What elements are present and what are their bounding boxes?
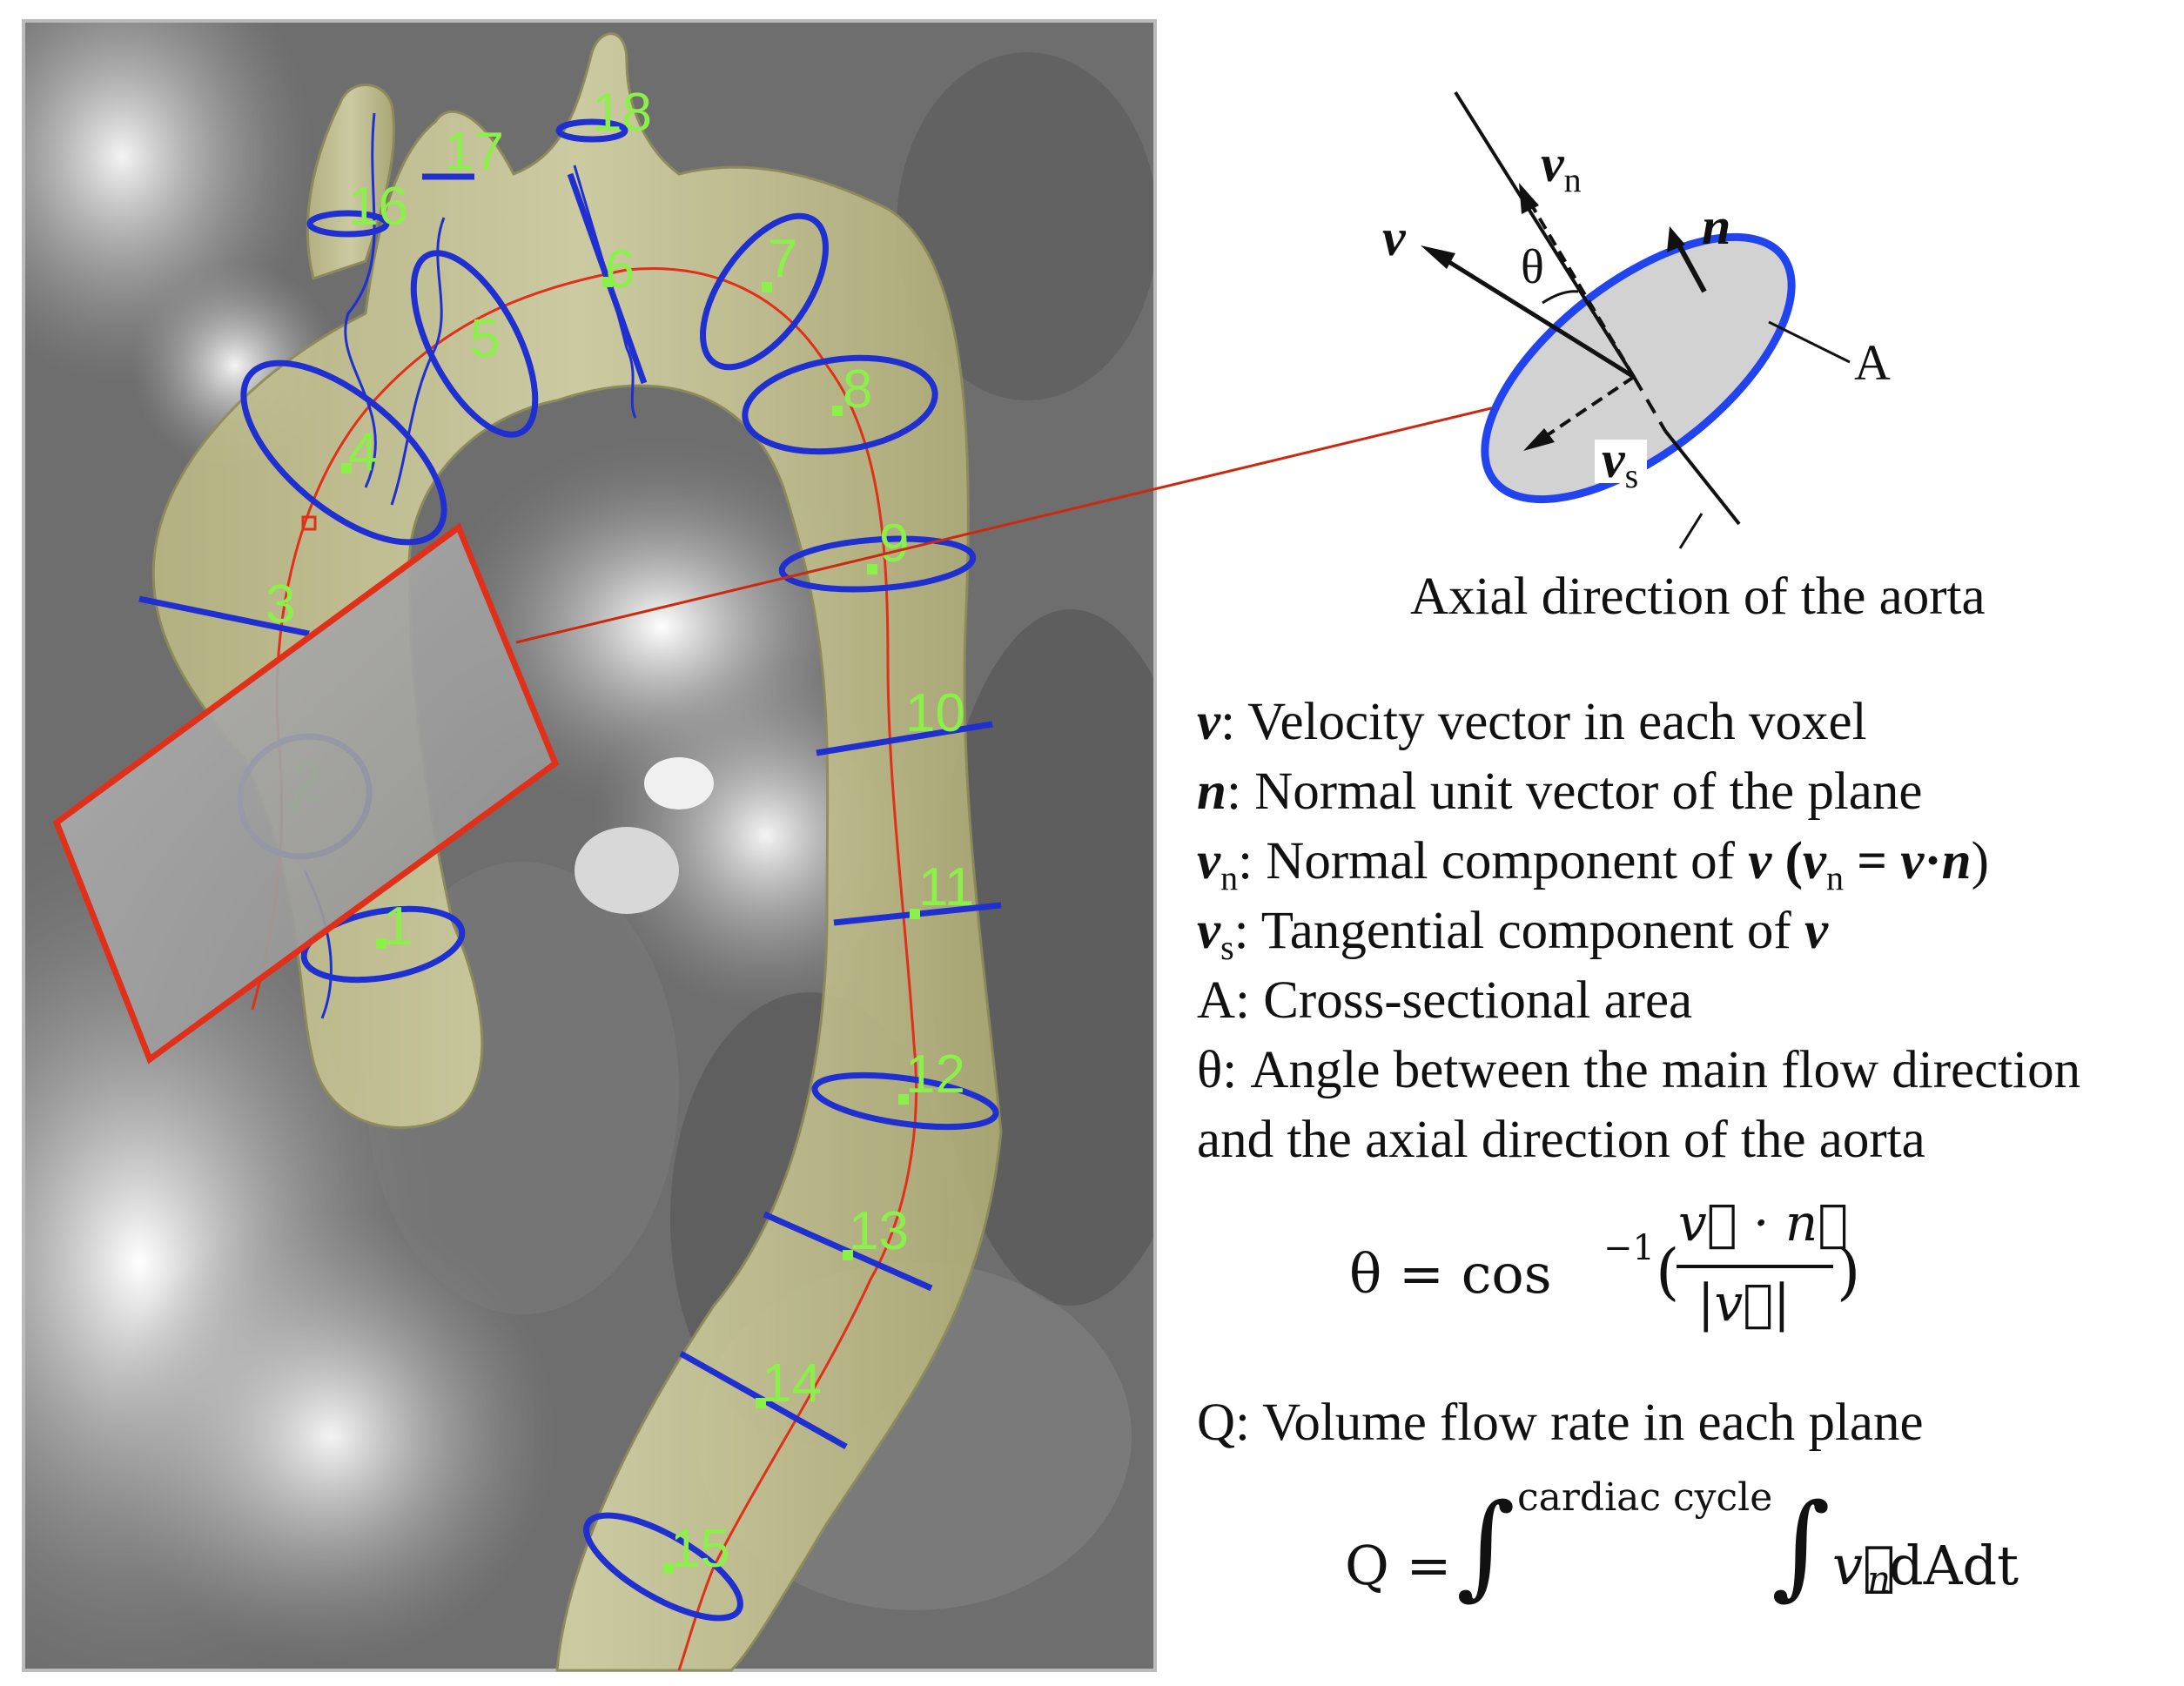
aorta-vessel [151,32,1003,1672]
plane-label-9: 9 [879,514,909,574]
plane-label-8: 8 [843,359,872,420]
legend-velocity: v: Velocity vector in each voxel [1197,693,1867,751]
legend-normal-vector: n: Normal unit vector of the plane [1197,762,1923,821]
n-arrow [1676,242,1707,293]
inset-schematic: vn v θ n A vs Axial direction of the aor… [1382,91,1986,626]
plane-label-15: 15 [670,1519,730,1579]
plane-ring-1 [300,905,466,984]
legend-area: A: Cross-sectional area [1197,971,1693,1030]
plane-label-11: 11 [918,857,974,917]
legend-theta-cont: and the axial direction of the aorta [1197,1111,1925,1169]
plane-ring-8 [742,354,938,455]
plane-label-6: 6 [605,239,635,299]
plane-label-13: 13 [849,1201,909,1261]
plane-label-5: 5 [470,309,500,369]
plane-line-10 [816,721,993,756]
plane-label-16: 16 [348,177,408,237]
area-leader-line [1768,320,1851,364]
q-label: Q: Volume flow rate in each plane [1197,1394,1924,1452]
label-n: n [1702,198,1730,255]
plane-ring-7 [700,212,829,371]
label-vn: vn [1541,135,1582,199]
aorta-centerline [251,267,918,1671]
plane-label-17: 17 [444,122,504,182]
label-v: v [1382,209,1407,266]
connector-line [515,401,1514,644]
plane-ring-9 [778,535,977,593]
label-theta: θ [1521,240,1544,294]
plane-line-3 [138,595,310,637]
vn-arrow [1529,201,1636,379]
axial-direction-line [1454,91,1636,379]
plane-ring-12 [811,1071,999,1131]
plane-label-14: 14 [762,1354,822,1414]
cross-section-plane [52,522,560,1065]
plane-label-1: 1 [383,897,413,957]
plane-ring-15 [583,1512,743,1622]
legend-normal-component: vn: Normal component of v (vn = v·n) [1197,832,1989,898]
plane-ring-5 [410,250,539,438]
plane-ring-18 [555,118,628,143]
plane-label-7: 7 [768,229,797,289]
legend-theta: θ: Angle between the main flow direction [1197,1041,2081,1099]
plane-label-4: 4 [348,422,378,482]
axial-caption: Axial direction of the aorta [1410,568,1986,626]
plane-label-12: 12 [905,1045,965,1105]
plane-label-10: 10 [905,683,965,743]
plane-label-3: 3 [265,574,295,635]
caption-leader-line [1678,513,1704,549]
v-arrow [1436,252,1636,380]
plane-ring-4 [240,359,447,546]
plane-ring-16 [306,210,390,238]
label-area: A [1854,334,1891,391]
label-vs: vs [1602,431,1638,495]
plane-label-18: 18 [592,83,652,143]
centerline-marker [301,515,317,531]
theta-arc [1542,290,1579,305]
legend-tangential-component: vs: Tangential component of v [1197,902,1829,968]
